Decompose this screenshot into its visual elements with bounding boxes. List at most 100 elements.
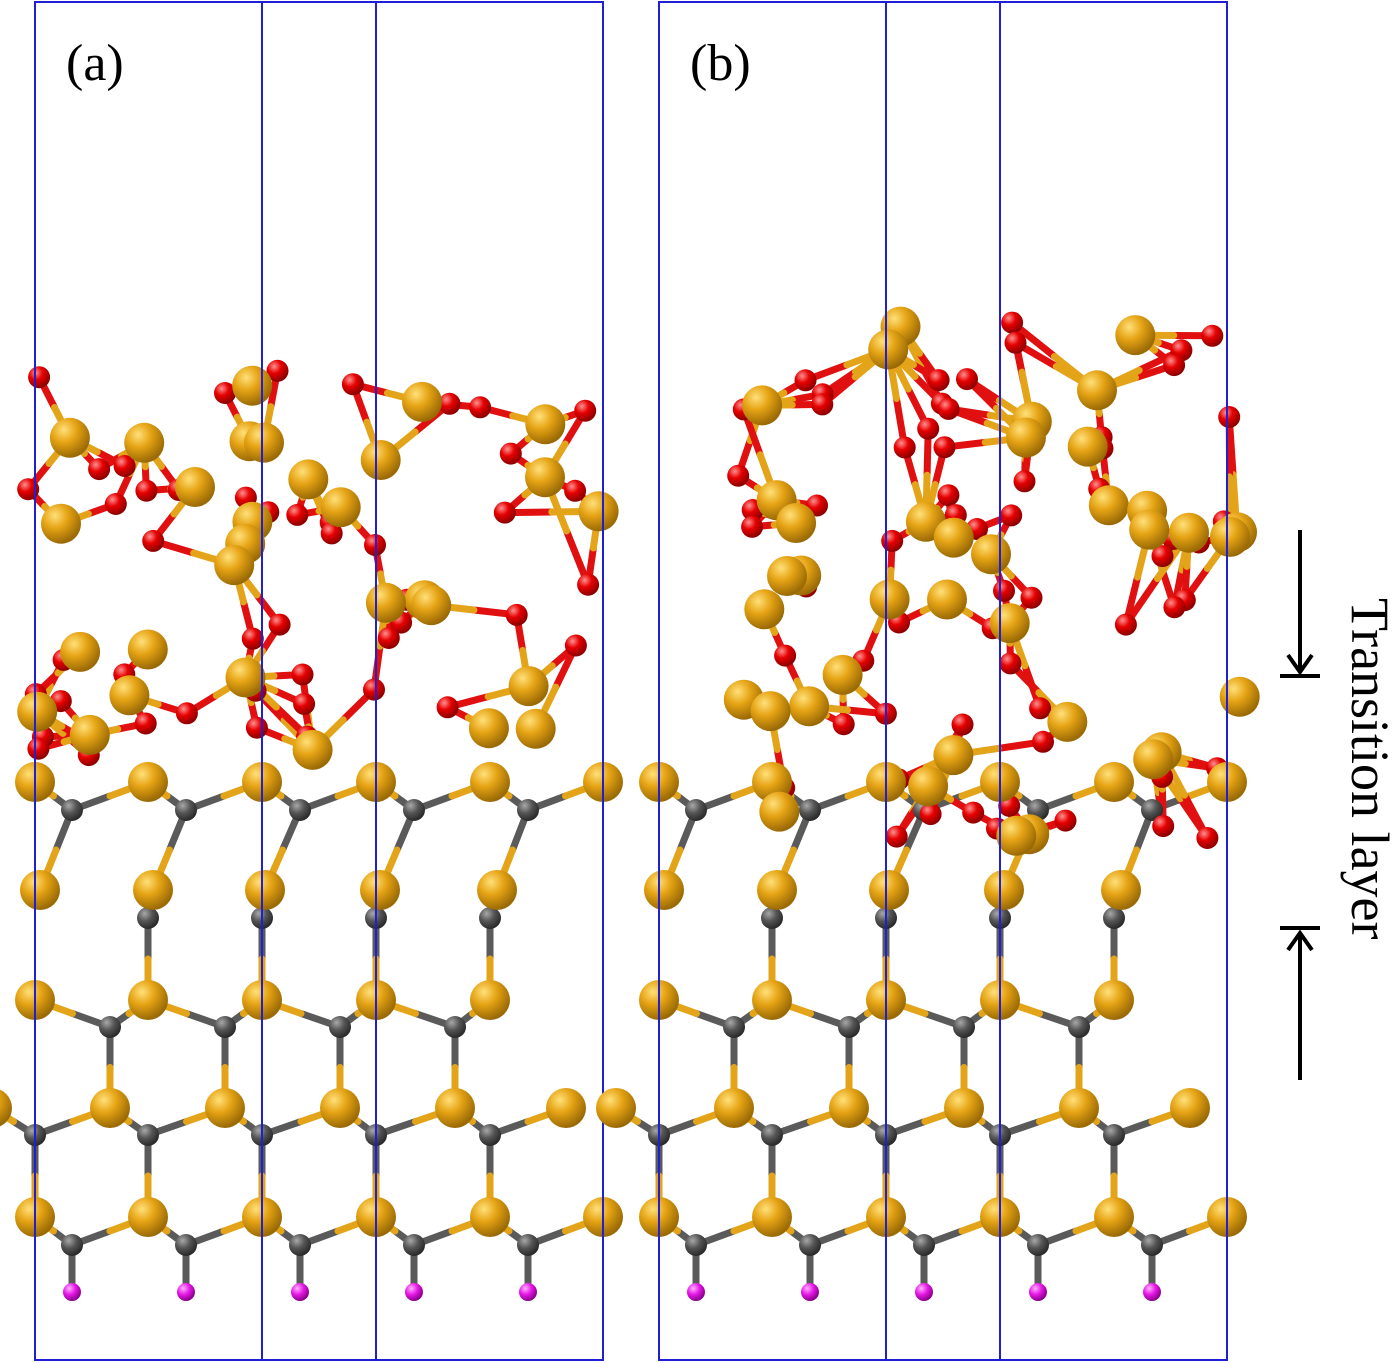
oxygen-atom — [893, 436, 916, 459]
silicon-atom — [869, 870, 909, 910]
oxygen-atom — [363, 678, 385, 701]
oxygen-atom — [832, 713, 855, 736]
silicon-atom — [175, 467, 215, 507]
silicon-atom — [1219, 676, 1260, 717]
silicon-atom — [470, 980, 510, 1020]
silicon-atom — [869, 579, 910, 620]
oxygen-atom — [1163, 354, 1186, 377]
oxygen-atom — [794, 369, 817, 392]
silicon-atom — [360, 870, 400, 910]
silicon-atom — [868, 329, 909, 370]
oxygen-atom — [17, 478, 40, 501]
oxygen-atom — [1032, 730, 1054, 753]
hydrogen-atom — [801, 1283, 819, 1301]
silicon-atom — [402, 381, 442, 422]
oxygen-atom — [577, 573, 600, 596]
oxygen-atom — [999, 652, 1022, 675]
silicon-atom — [435, 1088, 475, 1128]
silicon-atom — [525, 404, 566, 445]
oxygen-atom — [1196, 827, 1219, 849]
carbon-atom — [953, 1016, 975, 1038]
silicon-atom — [20, 870, 60, 910]
silicon-atom — [17, 691, 58, 732]
silicon-atom — [1094, 980, 1134, 1020]
silicon-atom — [60, 631, 101, 672]
carbon-atom — [517, 799, 539, 821]
oxygen-atom — [881, 529, 904, 552]
hydrogen-atom — [687, 1283, 705, 1301]
hydrogen-atom — [63, 1283, 81, 1301]
silicon-atom — [124, 422, 165, 463]
oxygen-atom — [1151, 545, 1174, 568]
carbon-atom — [137, 907, 159, 929]
silicon-atom — [578, 491, 619, 532]
oxygen-atom — [727, 464, 750, 487]
oxygen-atom — [951, 713, 974, 736]
carbon-atom — [403, 799, 425, 821]
oxygen-atom — [293, 692, 316, 715]
oxygen-atom — [1001, 311, 1024, 334]
panel-b-structure: (b) — [596, 1, 1260, 1361]
oxygen-atom — [917, 417, 940, 440]
oxygen-atom — [341, 373, 364, 396]
silicon-atom — [320, 487, 361, 528]
hydrogen-atom — [1029, 1283, 1047, 1301]
panel-a-unit-cell — [34, 1, 604, 1361]
oxygen-atom — [28, 366, 51, 389]
oxygen-atom — [956, 368, 978, 391]
hydrogen-atom — [1143, 1283, 1161, 1301]
silicon-atom — [1170, 1088, 1210, 1128]
silicon-atom — [1094, 762, 1134, 802]
transition-layer-label: Transition layer — [1340, 598, 1400, 939]
oxygen-atom — [438, 392, 461, 415]
carbon-atom — [99, 1016, 121, 1038]
silicon-atom — [971, 534, 1011, 575]
silicon-atom — [933, 735, 974, 776]
oxygen-atom — [885, 825, 908, 848]
silicon-atom — [127, 629, 168, 670]
silicon-atom — [996, 815, 1037, 856]
silicon-atom — [1094, 1197, 1134, 1237]
silicon-atom — [1047, 701, 1088, 742]
silicon-atom — [750, 691, 791, 732]
oxygen-atom — [564, 479, 587, 502]
carbon-atom — [685, 1234, 707, 1256]
carbon-atom — [761, 907, 783, 929]
hydrogen-atom — [177, 1283, 195, 1301]
silicon-atom — [933, 517, 974, 558]
carbon-atom — [1103, 1124, 1125, 1146]
silicon-atom — [1169, 512, 1209, 553]
silicon-atom — [470, 762, 510, 802]
carbon-atom — [723, 1016, 745, 1038]
oxygen-atom — [135, 479, 158, 502]
silicon-atom — [244, 422, 284, 463]
silicon-atom — [644, 870, 684, 910]
hydrogen-atom — [915, 1283, 933, 1301]
silicon-atom — [1088, 485, 1129, 526]
silicon-atom — [752, 1197, 792, 1237]
silicon-atom — [1005, 417, 1046, 458]
oxygen-atom — [493, 501, 516, 524]
silicon-atom — [288, 459, 329, 500]
silicon-atom — [133, 870, 173, 910]
oxygen-atom — [1029, 697, 1052, 720]
panel-b-label: (b) — [690, 35, 751, 92]
oxygen-atom — [27, 737, 50, 760]
silicon-atom — [232, 365, 273, 406]
silicon-atom — [320, 1088, 360, 1128]
oxygen-atom — [104, 493, 127, 515]
oxygen-atom — [1054, 809, 1077, 832]
carbon-atom — [289, 1234, 311, 1256]
silicon-atom — [1133, 739, 1174, 780]
silicon-atom — [757, 870, 797, 910]
silicon-atom — [789, 686, 830, 727]
oxygen-atom — [1163, 596, 1186, 619]
silicon-atom — [989, 603, 1030, 644]
silicon-atom — [822, 654, 863, 695]
silicon-atom — [927, 579, 967, 620]
silicon-atom — [365, 582, 406, 623]
silicon-atom — [128, 1197, 168, 1237]
carbon-atom — [685, 799, 707, 821]
carbon-atom — [175, 1234, 197, 1256]
silicon-atom — [714, 1088, 754, 1128]
